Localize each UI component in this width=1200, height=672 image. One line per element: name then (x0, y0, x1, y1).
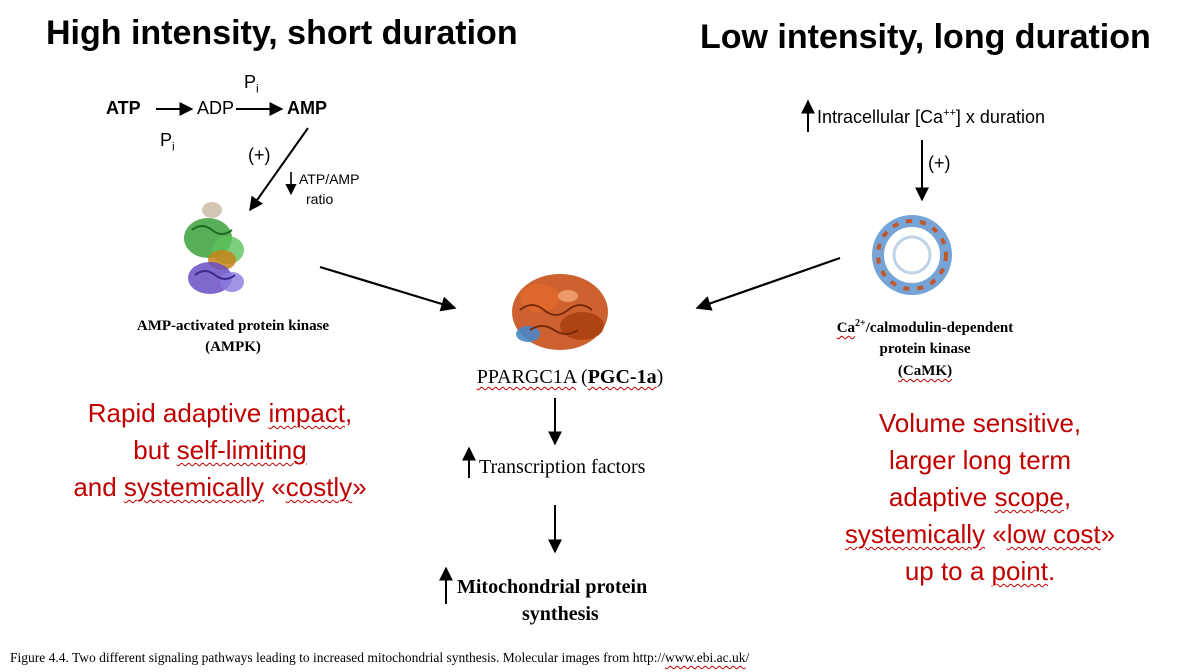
camk-name-2: protein kinase (879, 341, 971, 357)
left-heading: High intensity, short duration (46, 14, 518, 52)
right-note: Volume sensitive, larger long term adapt… (800, 405, 1160, 590)
mito-label-1: Mitochondrial protein (457, 576, 648, 598)
arrow-camk-pgc (695, 256, 841, 311)
activation-plus-right: (+) (928, 153, 951, 173)
camk-molecule-icon (872, 215, 952, 295)
pi-label-top: Pi (244, 72, 259, 96)
right-note-line-4: systemically «low cost» (844, 519, 1116, 549)
pgc-label: PPARGC1A (PGC-1a) (476, 366, 664, 388)
pi-label-bottom: Pi (160, 130, 175, 154)
atp-label: ATP (106, 98, 141, 118)
left-note: Rapid adaptive impact, but self-limiting… (40, 395, 400, 506)
pgc1a-molecule-icon (512, 274, 608, 350)
ampk-molecule-icon (184, 202, 244, 294)
camk-name: Ca2+/calmodulin-dependent (836, 318, 1014, 336)
ampk-abbrev: (AMPK) (205, 339, 261, 355)
calcium-label: Intracellular [Ca++] x duration (817, 107, 1045, 127)
left-note-line-3: and systemically «costly» (73, 472, 367, 502)
right-heading: Low intensity, long duration (700, 18, 1151, 56)
camk-abbrev: (CaMK) (897, 363, 953, 379)
ampk-name: AMP-activated protein kinase (136, 318, 330, 334)
transcription-label: Transcription factors (479, 456, 646, 478)
right-note-line-1: Volume sensitive, (878, 408, 1082, 438)
figure-caption: Figure 4.4. Two different signaling path… (10, 650, 750, 665)
right-note-line-2: larger long term (888, 445, 1072, 475)
right-note-line-5: up to a point. (904, 556, 1056, 586)
amp-label: AMP (287, 98, 327, 118)
activation-plus-left: (+) (248, 145, 271, 165)
right-note-line-3: adaptive scope, (888, 482, 1072, 512)
ratio-label-2: ratio (306, 191, 334, 207)
left-note-line-1: Rapid adaptive impact, (87, 398, 353, 428)
left-note-line-2: but self-limiting (133, 435, 307, 465)
arrow-ampk-pgc (319, 265, 457, 312)
arrow-amp-ampk (249, 127, 309, 212)
adp-label: ADP (197, 98, 235, 118)
ratio-label-1: ATP/AMP (299, 171, 360, 187)
mito-label-2: synthesis (522, 603, 599, 625)
